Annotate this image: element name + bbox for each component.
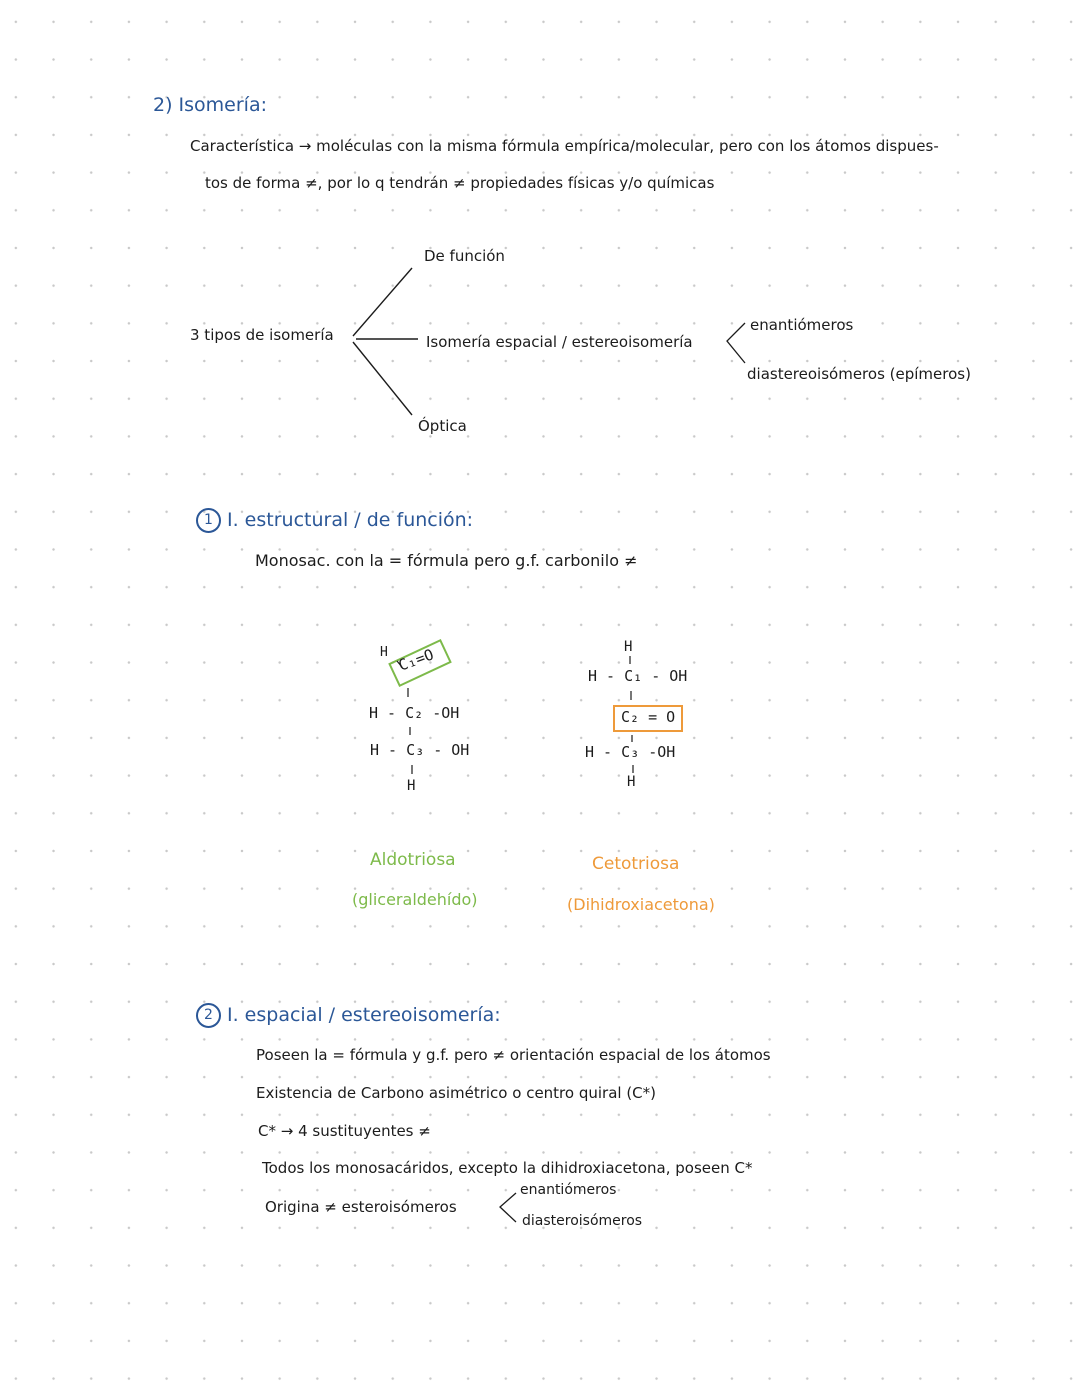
sub2-bullet-4: Todos los monosacáridos, excepto la dihi… (262, 1159, 753, 1177)
tree-branch-optical: Óptica (418, 417, 467, 435)
branch-line-bottom (352, 341, 413, 416)
sub1-number-badge: 1 (196, 508, 221, 533)
sub2-bullet-1: Poseen la = fórmula y g.f. pero ≠ orient… (256, 1046, 771, 1064)
sub2-heading: 2 I. espacial / estereoisomería: (196, 1003, 501, 1028)
aldo-subname: (gliceraldehído) (352, 890, 478, 909)
sub2-bullet-2: Existencia de Carbono asimétrico o centr… (256, 1084, 657, 1102)
ceto-h-bottom: H (627, 774, 636, 790)
ceto-row-c1: H - C₁ - OH (588, 667, 688, 685)
ceto-carbonyl: C₂ = O (621, 708, 676, 726)
ceto-carbonyl-box (613, 705, 683, 732)
bullet5-brace (499, 1192, 517, 1223)
definition-line-1: Característica → moléculas con la misma … (190, 137, 939, 155)
ceto-name: Cetotriosa (592, 854, 680, 874)
sub-branch-lines (726, 322, 746, 364)
sub2-title: I. espacial / estereoisomería: (227, 1004, 501, 1026)
aldo-row-c2: H - C₂ -OH (369, 704, 460, 722)
ceto-h-top: H (624, 639, 633, 655)
sub1-heading: 1 I. estructural / de función: (196, 508, 473, 533)
tree-sub-enantiomers: enantiómeros (750, 316, 854, 334)
tree-root: 3 tipos de isomería (190, 326, 334, 344)
tree-sub-diastereoisomers: diastereoisómeros (epímeros) (747, 365, 971, 383)
sub1-bullet: Monosac. con la = fórmula pero g.f. carb… (255, 551, 638, 570)
sub2-number-badge: 2 (196, 1003, 221, 1028)
aldo-h-top: H (380, 645, 388, 660)
branch-line-top (352, 267, 413, 337)
aldo-carbonyl-box (388, 638, 452, 688)
aldo-row-c3: H - C₃ - OH (370, 741, 470, 759)
section-title: 2) Isomería: (153, 94, 267, 116)
tree-branch-function: De función (424, 247, 505, 265)
aldo-h-bottom: H (407, 778, 416, 794)
definition-line-2: tos de forma ≠, por lo q tendrán ≠ propi… (205, 174, 715, 192)
aldo-name: Aldotriosa (370, 850, 456, 870)
ceto-subname: (Dihidroxiacetona) (567, 895, 715, 914)
sub2-bullet-3: C* → 4 sustituyentes ≠ (258, 1122, 431, 1140)
sub1-title: I. estructural / de función: (227, 509, 474, 531)
sub2-bullet-5: Origina ≠ esteroisómeros (265, 1198, 457, 1216)
sub2-bullet-5-diastereoisomers: diasteroisómeros (522, 1213, 643, 1229)
ceto-row-c3: H - C₃ -OH (585, 743, 676, 761)
sub2-bullet-5-enantiomers: enantiómeros (520, 1182, 617, 1198)
tree-branch-spatial: Isomería espacial / estereoisomería (426, 333, 693, 351)
